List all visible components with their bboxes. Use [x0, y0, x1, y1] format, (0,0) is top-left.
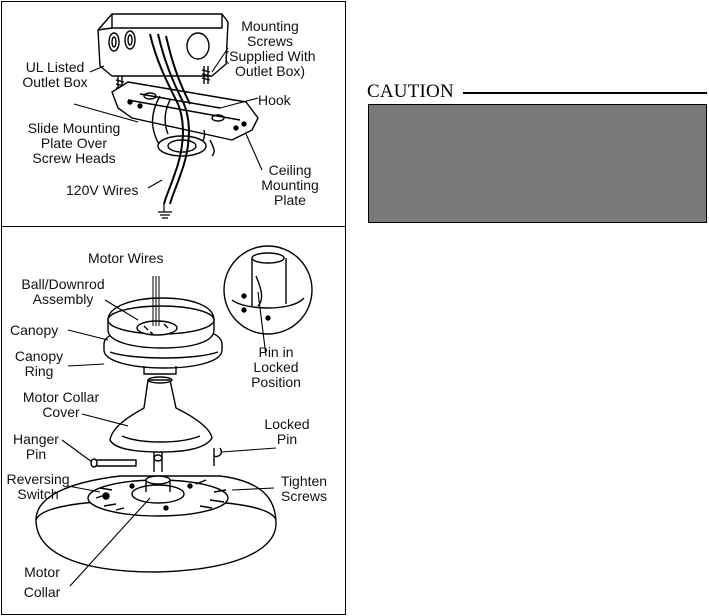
label-line: Slide Mounting [27, 120, 121, 136]
label-hook: Hook [258, 92, 291, 108]
label-line: Reversing [6, 471, 70, 487]
mounting-plate-drawing [111, 81, 259, 141]
label-line: Locked [264, 416, 310, 432]
label-line: Locked [253, 359, 299, 375]
label-pin-in-locked-position: Pin in Locked Position [238, 345, 314, 390]
motor-wires-drawing [152, 276, 160, 326]
wires-drawing [149, 33, 191, 219]
outlet-box-drawing [97, 13, 229, 92]
label-line: Plate [274, 192, 306, 208]
label-line: Outlet Box [22, 74, 88, 90]
label-line: Cover [42, 404, 80, 420]
label-canopy: Canopy [10, 322, 59, 338]
label-ceiling-mounting-plate: Ceiling Mounting Plate [250, 163, 330, 208]
caution-title: CAUTION [367, 81, 454, 102]
label-120v-wires: 120V Wires [66, 182, 139, 198]
caution-box [368, 104, 707, 223]
label-motor-collar: Motor Collar [14, 565, 70, 600]
label-hanger-pin: Hanger Pin [6, 432, 66, 462]
label-slide-mounting-plate: Slide Mounting Plate Over Screw Heads [14, 121, 134, 166]
fan-housing-drawing [35, 475, 277, 573]
caution-heading: CAUTION [367, 82, 709, 102]
label-line: Tighten [280, 473, 328, 489]
label-motor-collar-cover: Motor Collar Cover [6, 390, 116, 420]
label-canopy-ring: Canopy Ring [8, 349, 70, 379]
label-ul-outlet-box: UL Listed Outlet Box [10, 60, 100, 90]
label-line: UL Listed [25, 59, 85, 75]
label-line: Mounting [241, 18, 299, 34]
caution-rule [463, 92, 707, 94]
label-tighten-screws: Tighten Screws [272, 474, 336, 504]
label-locked-pin: Locked Pin [256, 417, 318, 447]
label-line: Ball/Downrod [21, 276, 105, 292]
label-line: Collar [23, 584, 61, 600]
hanger-pin-drawing [90, 458, 137, 468]
label-ball-downrod-assembly: Ball/Downrod Assembly [8, 277, 118, 307]
label-line: Assembly [32, 291, 94, 307]
label-line: Mounting [261, 177, 319, 193]
label-line: Switch [17, 486, 59, 502]
bottom-leader-lines [61, 291, 277, 587]
label-line: Pin in [258, 344, 294, 360]
label-mounting-screws: Mounting Screws (Supplied With Outlet Bo… [222, 19, 318, 79]
label-line: Screw Heads [32, 150, 116, 166]
label-line: Hanger [13, 431, 59, 447]
label-line: (Supplied With [224, 48, 316, 64]
label-line: Pin [276, 431, 298, 447]
label-motor-wires: Motor Wires [88, 250, 164, 266]
label-line: Motor [24, 564, 60, 580]
locked-pin-drawing [213, 447, 223, 466]
label-line: Outlet Box) [234, 63, 306, 79]
label-line: Canopy [14, 348, 64, 364]
label-line: Ceiling [268, 162, 312, 178]
top-leader-lines [73, 47, 263, 189]
collar-cover-drawing [109, 376, 213, 453]
label-reversing-switch: Reversing Switch [2, 472, 74, 502]
label-line: Screws [281, 488, 327, 504]
label-line: Position [251, 374, 301, 390]
canopy-drawing [107, 297, 215, 349]
label-line: Plate Over [40, 135, 108, 151]
label-line: Motor Collar [22, 389, 100, 405]
label-line: Pin [25, 446, 47, 462]
label-line: Screws [247, 33, 293, 49]
pin-inset-drawing [223, 245, 313, 335]
label-line: Ring [24, 363, 54, 379]
